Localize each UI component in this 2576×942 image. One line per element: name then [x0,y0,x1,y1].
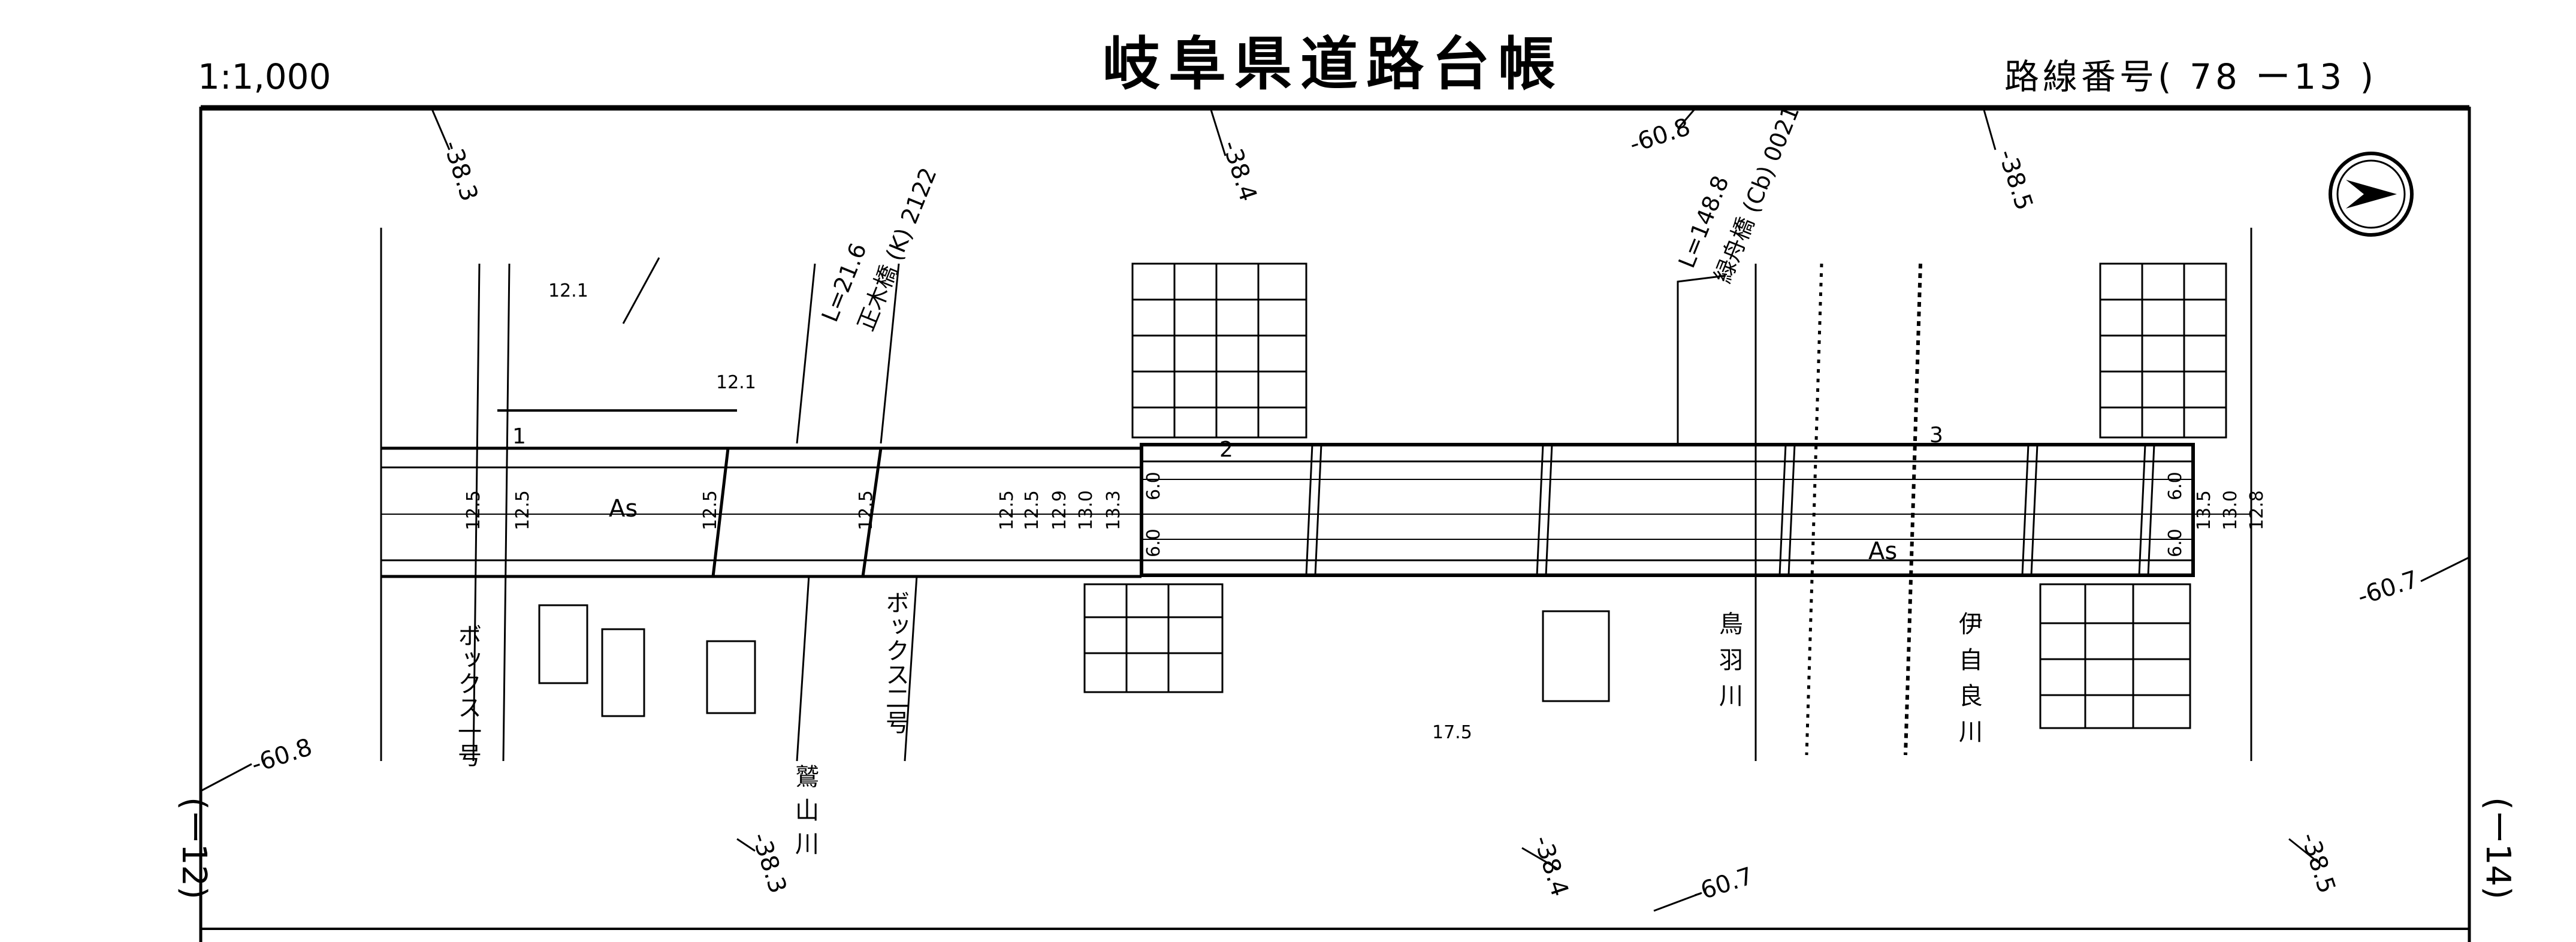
width-label: 13.5 [2194,490,2215,530]
width-label: 12.5 [856,490,877,530]
misc-number: 17.5 [1432,722,1472,743]
misc-number: 12.1 [716,372,756,393]
width-label: 6.0 [2165,472,2186,500]
right-sheet-label: (ー14) [2478,797,2517,899]
width-label: 12.5 [700,490,721,530]
north-arrow-icon [2329,152,2414,237]
waterway-label: 鳥羽川 [1715,611,1743,719]
elevation-label: -60.7 [1689,862,1757,908]
elevation-label: -38.3 [746,829,792,897]
waterway-label: ボックス二号 [881,590,909,734]
section-number: 1 [512,424,526,449]
waterway-label: ボックス一号 [454,623,481,767]
scale-label: 1:1,000 [198,56,331,97]
width-label: 6.0 [1143,529,1164,557]
section-number: 3 [1929,423,1943,448]
width-labels-right: 6.0 6.0 13.5 13.0 12.8 [2165,472,2267,557]
width-labels-left: 12.5 12.5 12.5 12.5 12.5 12.5 12.9 13.0 … [463,472,1164,557]
width-label: 12.8 [2246,490,2267,530]
page-title: 岐阜県道路台帳 [1103,31,1564,98]
left-sheet-label: (ー12) [174,797,213,899]
waterway-label: 伊自良川 [1955,611,1983,755]
width-label: 13.0 [1076,490,1097,530]
elevation-label: -38.5 [2295,829,2341,897]
section-number: 2 [1219,437,1233,462]
bridge-label-masaki: L=21.6 正木橋 (K) 2122 [817,164,942,335]
width-label: 12.5 [1022,490,1043,530]
elevation-label: -38.4 [1216,137,1262,205]
elevation-label: -38.3 [437,137,483,205]
map-frame [199,105,2471,942]
width-label: 12.5 [512,490,533,530]
width-label: 12.9 [1049,490,1070,530]
map-drawing [380,228,2252,762]
elevation-label: -38.5 [1992,146,2038,214]
width-label: 6.0 [1143,472,1164,500]
grid-lines [200,107,2470,912]
width-label: 13.0 [2220,490,2241,530]
waterway-label: 鷲山川 [791,764,819,865]
elevation-label: -60.8 [248,733,316,779]
elevation-label: -60.7 [2354,566,2422,611]
width-label: 13.3 [1103,490,1124,530]
pavement-label: As [609,495,638,523]
route-number: 路線番号( 78 ー13 ) [2004,56,2377,97]
width-label: 12.5 [463,490,484,530]
elevation-label: -38.4 [1528,832,1574,900]
buildings [538,262,2227,729]
waterway-labels: ボックス一号 ボックス二号 鷲山川 鳥羽川 伊自良川 [454,590,1983,865]
pavement-label: As [1868,538,1897,565]
bridge-label-ryokushu: L=148.8 緑舟橋 (Cb) 0021 [1674,102,1805,287]
width-label: 6.0 [2165,529,2186,557]
width-label: 12.5 [996,490,1017,530]
elevation-label: -60.8 [1626,113,1694,159]
misc-number: 12.1 [548,280,588,301]
elevation-labels: -38.3 -38.4 -60.8 -38.5 -60.7 -60.8 -38.… [248,113,2422,908]
